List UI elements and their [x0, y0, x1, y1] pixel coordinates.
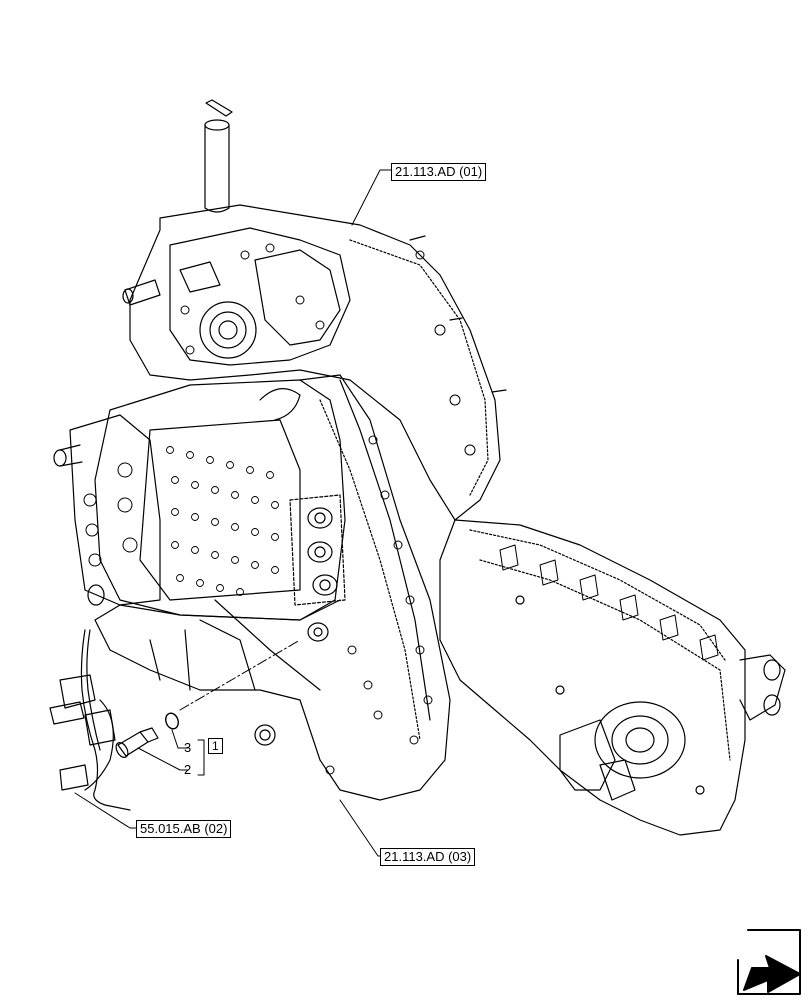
item-group-label[interactable]: 1 [208, 738, 223, 754]
ref-callout-top[interactable]: 21.113.AD (01) [391, 163, 487, 181]
pressure-sensor [115, 727, 159, 758]
upper-housing [122, 204, 507, 521]
axle-housing [439, 519, 786, 836]
alignment-line [179, 639, 301, 711]
valve-plate-housing [53, 379, 346, 621]
arrow-into-box-icon[interactable] [737, 929, 801, 995]
dipstick-tube [204, 99, 233, 213]
item-number-3: 3 [184, 740, 192, 755]
item-number-2: 2 [184, 762, 192, 777]
main-housing [94, 374, 451, 801]
ref-callout-left[interactable]: 55.015.AB (02) [136, 820, 232, 838]
wiring-harness [49, 629, 131, 811]
ref-callout-bottom[interactable]: 21.113.AD (03) [380, 848, 476, 866]
solenoid-valves [289, 494, 346, 642]
o-ring [165, 712, 179, 730]
